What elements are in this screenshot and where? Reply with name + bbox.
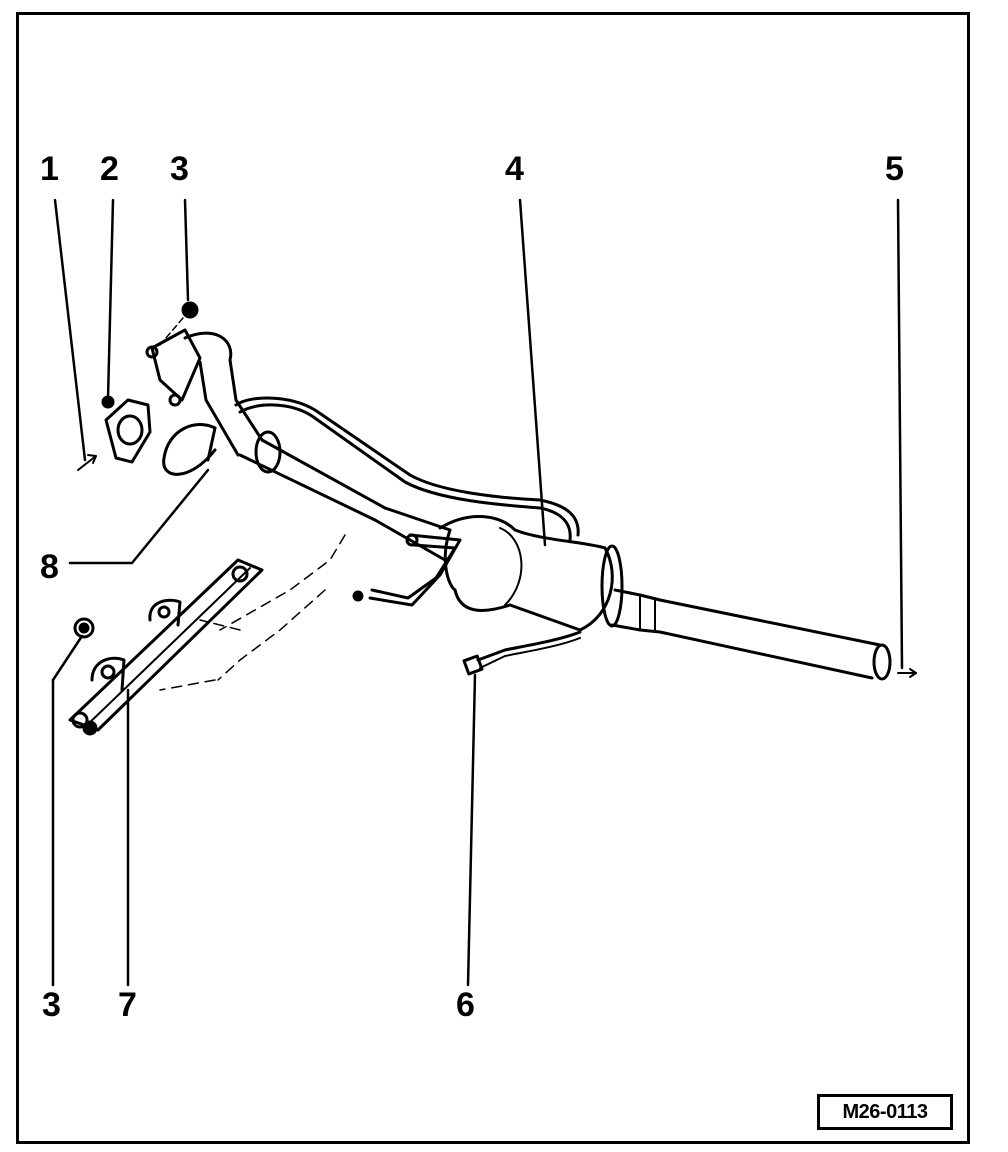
support-bracket-upper [234,396,580,542]
reference-code: M26-0113 [842,1100,928,1123]
bracket-part-7 [68,558,264,736]
clamp-bracket [352,533,462,607]
callout-3-bottom: 3 [42,986,61,1024]
direction-arrows [77,454,917,678]
lambda-probe-part-6 [462,630,582,676]
callout-7: 7 [118,986,137,1024]
leader-lines [51,198,904,987]
nut-part-3-top [159,301,199,346]
callout-5: 5 [885,150,904,188]
tailpipe [610,588,892,681]
nut-part-3-bottom [73,617,95,639]
front-pipe [145,328,452,562]
callout-6: 6 [456,986,475,1024]
callout-2: 2 [100,150,119,188]
arrow-1-head [87,454,97,464]
leader-8 [68,468,210,565]
dashed-guides [159,534,346,691]
reference-code-box: M26-0113 [817,1094,953,1130]
diagram-frame [16,12,970,1144]
callout-1: 1 [40,150,59,188]
arrow-1 [77,455,97,471]
leader-1 [53,198,87,462]
leader-4 [518,198,547,547]
leader-2 [106,198,115,400]
leader-5 [896,198,904,670]
gasket-part-2 [101,395,152,464]
arrow-5-head [909,668,917,678]
heat-shield-part-8 [162,423,217,476]
leader-3-bottom-angle [51,634,84,682]
leader-3-top [183,198,190,302]
catalytic-converter-part-4 [438,515,624,632]
callout-3-top: 3 [170,150,189,188]
callout-4: 4 [505,150,524,188]
callout-8: 8 [40,548,59,586]
callout-labels: 1 2 3 4 5 8 3 7 6 [40,150,904,1024]
leader-6 [466,673,477,987]
